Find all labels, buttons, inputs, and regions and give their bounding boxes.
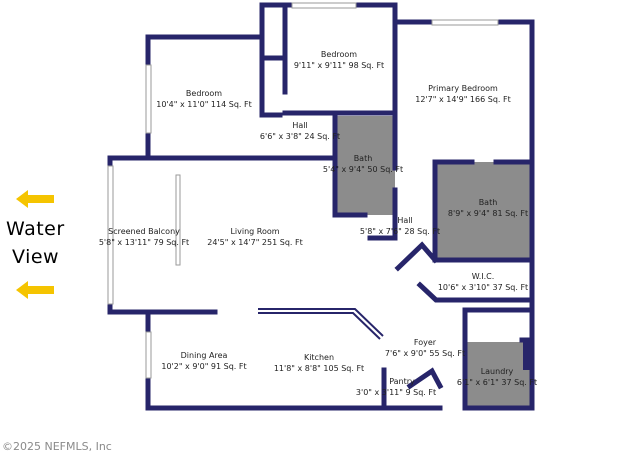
kitchen-counter-inner	[258, 312, 381, 340]
kitchen-dims: 11'8" x 8'8" 105 Sq. Ft	[274, 364, 364, 373]
bath-right-dims: 8'9" x 9'4" 81 Sq. Ft	[448, 209, 528, 218]
interior-walls	[145, 2, 535, 411]
living-room-dims: 24'5" x 14'7" 251 Sq. Ft	[207, 238, 302, 247]
laundry-fill	[465, 342, 531, 407]
balcony-dims: 5'8" x 13'11" 79 Sq. Ft	[99, 238, 189, 247]
wic-name: W.I.C.	[472, 272, 495, 281]
hall-top-dims: 6'6" x 3'8" 24 Sq. Ft	[260, 132, 340, 141]
water-view-line2: View	[12, 246, 60, 268]
pantry-dims: 3'0" x 3'11" 9 Sq. Ft	[356, 388, 436, 397]
foyer-dims: 7'6" x 9'0" 55 Sq. Ft	[385, 349, 465, 358]
laundry-name: Laundry	[481, 367, 514, 376]
wic-dims: 10'6" x 3'10" 37 Sq. Ft	[438, 283, 528, 292]
bath-center-name: Bath	[354, 154, 373, 163]
bedroom-left-name: Bedroom	[186, 89, 222, 98]
bedroom-top-name: Bedroom	[321, 50, 357, 59]
dining-area-name: Dining Area	[181, 351, 228, 360]
bedroom-top-dims: 9'11" x 9'11" 98 Sq. Ft	[294, 61, 384, 70]
living-room-name: Living Room	[230, 227, 279, 236]
bath-center-fill	[335, 116, 395, 215]
arrow-left-icon	[16, 190, 54, 208]
bath-center-dims: 5'4" x 9'4" 50 Sq. Ft	[323, 165, 403, 174]
copyright-text: ©2025 NEFMLS, Inc	[2, 440, 112, 453]
pantry-name: Pantry	[389, 377, 415, 386]
arrow-left-icon	[16, 281, 54, 299]
primary-bedroom-name: Primary Bedroom	[428, 84, 498, 93]
primary-bedroom-dims: 12'7" x 14'9" 166 Sq. Ft	[415, 95, 510, 104]
hall-top-name: Hall	[292, 121, 307, 130]
bath-right-name: Bath	[479, 198, 498, 207]
hall-mid-name: Hall	[397, 216, 412, 225]
bath-right-fill	[435, 162, 530, 259]
foyer-name: Foyer	[414, 338, 437, 347]
laundry-dims: 6'1" x 6'1" 37 Sq. Ft	[457, 378, 537, 387]
water-view-line1: Water	[6, 218, 65, 240]
windows	[107, 2, 499, 379]
balcony-name: Screened Balcony	[108, 227, 180, 236]
hall-mid-dims: 5'8" x 7'6" 28 Sq. Ft	[360, 227, 440, 236]
bedroom-left-dims: 10'4" x 11'0" 114 Sq. Ft	[156, 100, 251, 109]
kitchen-counter	[258, 308, 384, 337]
dining-area-dims: 10'2" x 9'0" 91 Sq. Ft	[161, 362, 246, 371]
kitchen-name: Kitchen	[304, 353, 334, 362]
